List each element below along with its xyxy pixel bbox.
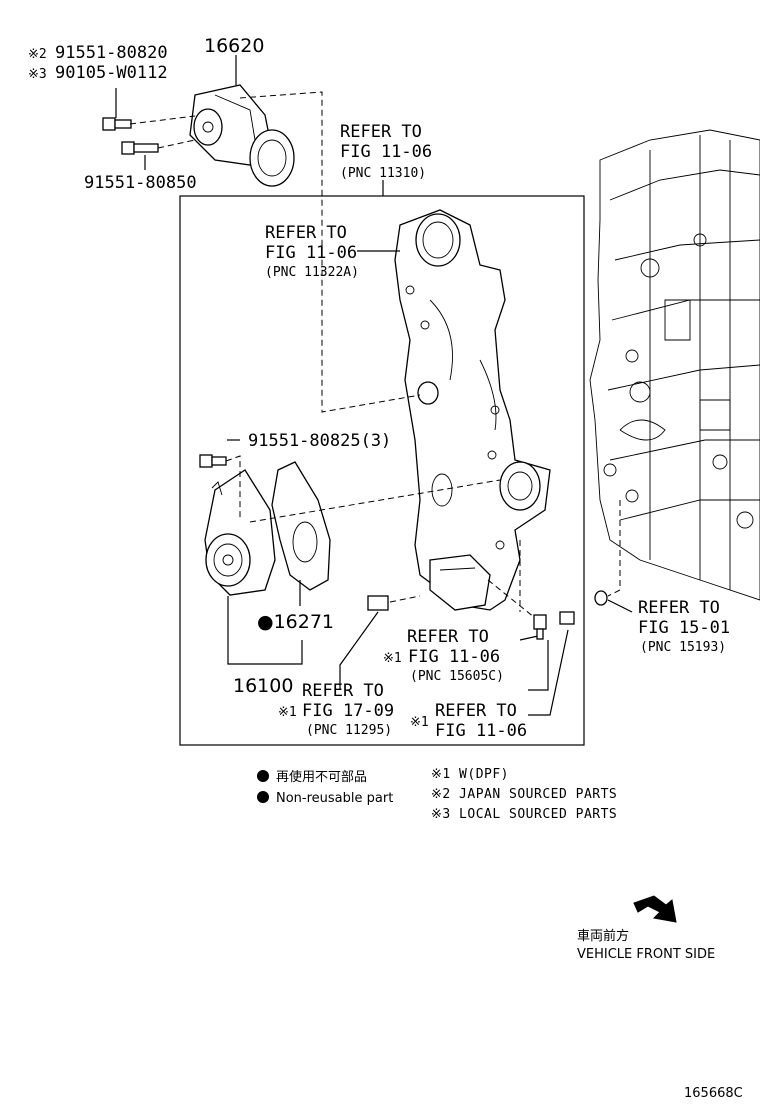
bolt-top-pn-2: 90105-W0112 <box>55 63 168 83</box>
legend-note1: ※1 W(DPF) <box>431 767 509 782</box>
water-pump-illustration <box>204 469 276 596</box>
bolt-top-illustration <box>102 117 132 131</box>
front-direction-arrow-icon <box>633 895 677 923</box>
plug-bolt-illustration <box>559 611 575 625</box>
bolt-top-pn-1: 91551-80820 <box>55 43 168 63</box>
sensor-bolt-illustration <box>533 614 547 640</box>
bolt-pump-illustration <box>199 454 227 468</box>
direction-en: VEHICLE FRONT SIDE <box>577 947 715 962</box>
ref-plug-mark: ※1 <box>410 715 429 730</box>
ref-cover-inner-line1: REFER TO <box>265 223 347 243</box>
ref-cover-outer-line1: REFER TO <box>340 122 422 142</box>
ref-seal-line2: FIG 17-09 <box>302 701 394 721</box>
engine-block-illustration <box>589 129 760 601</box>
ref-plug-line2: FIG 11-06 <box>435 721 527 741</box>
direction-jp: 車両前方 <box>577 928 629 944</box>
bolt-top-mark-2: ※3 <box>28 67 47 82</box>
legend-jp: 再使用不可部品 <box>276 769 367 785</box>
bolt-pump-pn: 91551-80825(3) <box>248 431 391 451</box>
ref-engine-line3: (PNC 15193) <box>640 640 726 655</box>
ref-cover-outer-line3: (PNC 11310) <box>340 166 426 181</box>
o-ring-illustration <box>594 590 608 606</box>
bullet-en-icon <box>257 791 269 803</box>
legend-note2: ※2 JAPAN SOURCED PARTS <box>431 787 617 802</box>
bullet-jp-icon <box>257 770 269 782</box>
diagram-code: 165668C <box>684 1086 743 1101</box>
ref-cover-outer-line2: FIG 11-06 <box>340 142 432 162</box>
seal-illustration <box>367 595 389 611</box>
ref-sensor-line3: (PNC 15605C) <box>410 669 504 684</box>
bolt-tensioner-pn: 91551-80850 <box>84 173 197 193</box>
assembly-frame <box>179 195 585 746</box>
ref-cover-inner-line2: FIG 11-06 <box>265 243 357 263</box>
bolt-top-mark-1: ※2 <box>28 47 47 62</box>
tensioner-illustration <box>189 84 295 187</box>
ref-sensor-mark: ※1 <box>383 651 402 666</box>
ref-cover-inner-line3: (PNC 11322A) <box>265 265 359 280</box>
legend-note3: ※3 LOCAL SOURCED PARTS <box>431 807 617 822</box>
ref-seal-line3: (PNC 11295) <box>306 723 392 738</box>
ref-seal-line1: REFER TO <box>302 681 384 701</box>
legend-en: Non-reusable part <box>276 791 393 806</box>
tensioner-pn: 16620 <box>204 35 264 57</box>
ref-seal-mark: ※1 <box>278 705 297 720</box>
ref-sensor-line1: REFER TO <box>407 627 489 647</box>
gasket-illustration <box>271 461 331 591</box>
ref-engine-line2: FIG 15-01 <box>638 618 730 638</box>
gasket-pn: ●16271 <box>257 611 334 633</box>
water-pump-pn: 16100 <box>233 675 293 697</box>
ref-plug-line1: REFER TO <box>435 701 517 721</box>
ref-engine-line1: REFER TO <box>638 598 720 618</box>
bolt-tensioner-illustration <box>121 141 159 155</box>
timing-cover-illustration <box>394 209 551 611</box>
ref-sensor-line2: FIG 11-06 <box>408 647 500 667</box>
